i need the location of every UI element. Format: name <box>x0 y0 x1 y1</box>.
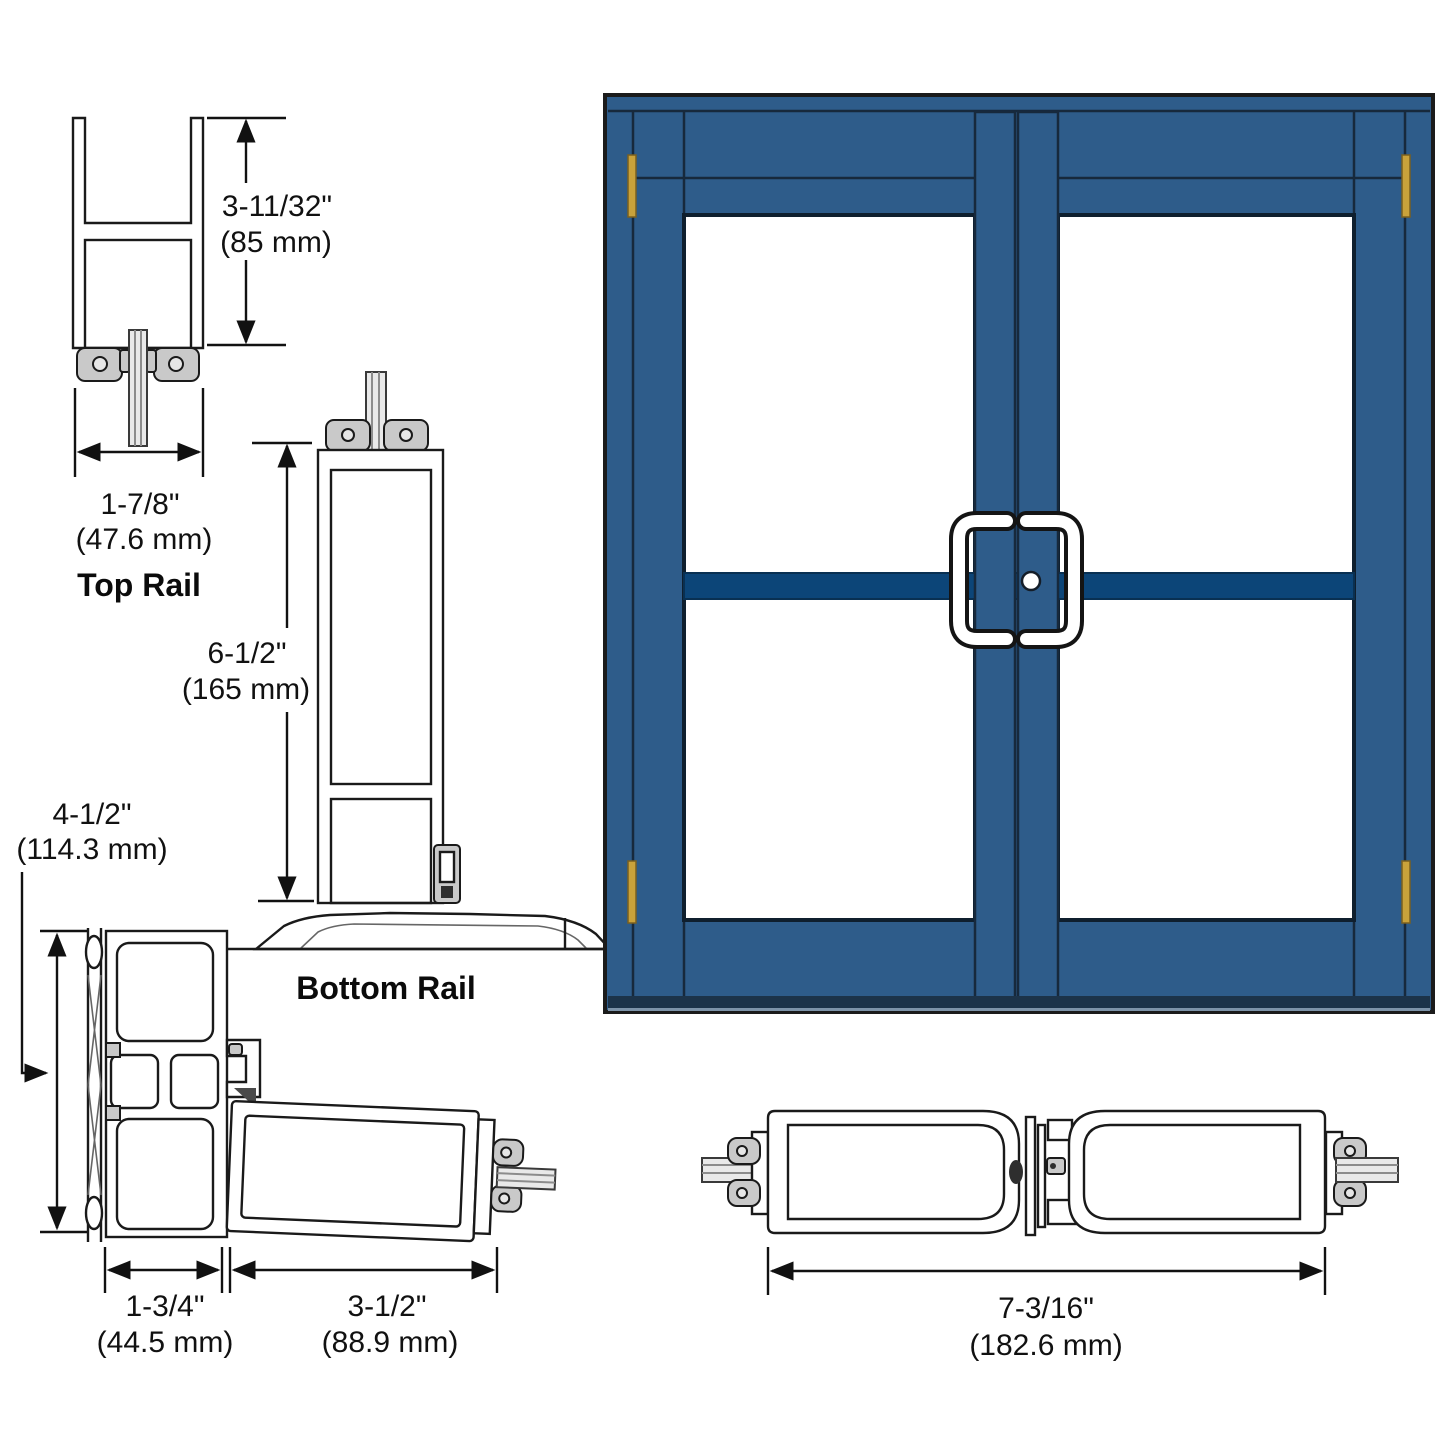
meeting-stile-left <box>973 110 1017 1002</box>
top-rail-profile <box>71 116 205 350</box>
threshold-ramp-inner-line <box>299 923 588 950</box>
top-rail-height-mm: (85 mm) <box>220 226 332 259</box>
jamb-hollow-bottom <box>115 1117 215 1231</box>
jamb-depth-mm: (114.3 mm) <box>16 833 167 866</box>
stile-width-in: 3-1/2" <box>347 1290 426 1323</box>
stile-width-mm: (88.9 mm) <box>322 1326 459 1359</box>
jamb-clip-top <box>105 1042 121 1058</box>
jamb-hollow-top <box>115 941 215 1043</box>
jamb-profile <box>104 929 229 1239</box>
threshold-bevel <box>608 1008 1430 1011</box>
top-rail-screw-left <box>92 356 108 372</box>
right-glass <box>1335 1157 1399 1183</box>
bottom-rail-height-in: 6-1/2" <box>207 637 286 670</box>
pull-handle-left-face[interactable] <box>953 515 1013 645</box>
stile-glass <box>495 1166 557 1191</box>
stile-body <box>225 1099 480 1243</box>
bottom-rail-height-mm: (165 mm) <box>182 673 310 706</box>
stile-screw-top <box>500 1146 513 1159</box>
right-stile-inner <box>1082 1123 1302 1221</box>
hinge-top-left <box>627 154 637 218</box>
bottom-rail-pocket-upper <box>329 468 433 786</box>
door-thickness-in: 1-3/4" <box>125 1290 204 1323</box>
top-rail-width-in: 1-7/8" <box>100 488 179 521</box>
left-screw-top <box>736 1145 748 1157</box>
astragal-plate-2 <box>1036 1123 1047 1229</box>
stile-glazing-plate <box>472 1118 496 1236</box>
door-thickness-mm: (44.5 mm) <box>97 1326 234 1359</box>
stile-glass-line <box>497 1172 556 1177</box>
pull-handle-right-face[interactable] <box>1020 515 1080 645</box>
door-glass-left <box>682 213 977 922</box>
latch-bolt <box>1009 1160 1023 1184</box>
lock-cylinder[interactable] <box>1020 570 1042 592</box>
left-screw-bottom <box>736 1187 748 1199</box>
meeting-stile-right <box>1016 110 1060 1002</box>
top-rail-title: Top Rail <box>77 567 201 603</box>
door-stile-section <box>225 1099 557 1243</box>
top-rail-glass <box>128 329 148 447</box>
gasket-bulb-bottom <box>84 1195 104 1231</box>
door-elevation <box>603 93 1435 1014</box>
jamb-web-right <box>169 1053 220 1110</box>
left-stile-inner <box>786 1123 1006 1221</box>
bottom-rail-profile <box>316 448 445 905</box>
left-stile-body <box>766 1109 1021 1235</box>
bottom-rail-pivot-slot <box>438 850 456 884</box>
lock-keeper-pin <box>1050 1163 1056 1169</box>
top-rail-detail: 3-11/32" (85 mm) 1-7/8" (47.6 mm) Top Ra… <box>71 116 332 603</box>
top-rail-width-mm: (47.6 mm) <box>76 523 213 556</box>
bottom-rail-title: Bottom Rail <box>296 970 476 1006</box>
jamb-clip-bottom <box>105 1105 121 1121</box>
bottom-rail-screw-left <box>341 428 355 442</box>
stile-glass-line <box>496 1179 555 1184</box>
bottom-rail-detail: 6-1/2" (165 mm) Bottom Rail <box>182 371 614 1006</box>
stile-inner <box>240 1114 466 1228</box>
glazing-tape-cross <box>87 974 102 1196</box>
meeting-stiles-width-mm: (182.6 mm) <box>969 1329 1122 1362</box>
right-screw-top <box>1344 1145 1356 1157</box>
gasket-bulb-top <box>84 934 104 970</box>
astragal-plate <box>1024 1115 1037 1237</box>
top-rail-height-in: 3-11/32" <box>222 190 332 223</box>
stop-gasket <box>228 1043 243 1056</box>
right-screw-bottom <box>1344 1187 1356 1199</box>
hinge-top-right <box>1401 154 1411 218</box>
jamb-detail: 4-1/2" (114.3 mm) <box>16 798 557 1359</box>
jamb-web-left <box>109 1053 160 1110</box>
hinge-bottom-right <box>1401 860 1411 924</box>
bottom-rail-screw-right <box>399 428 413 442</box>
jamb-depth-in: 4-1/2" <box>52 798 131 831</box>
hinge-bottom-left <box>627 860 637 924</box>
bottom-rail-pocket-lower <box>329 797 433 905</box>
meeting-stiles-detail: 7-3/16" (182.6 mm) <box>701 1109 1399 1362</box>
jamb-depth-leader <box>20 872 49 1083</box>
right-stile-body <box>1067 1109 1327 1235</box>
door-glass-right <box>1056 213 1356 922</box>
top-rail-screw-right <box>168 356 184 372</box>
threshold-ramp <box>252 911 613 951</box>
stile-screw-bottom <box>498 1192 511 1205</box>
threshold-band <box>608 996 1430 1008</box>
bottom-rail-pivot-block <box>441 886 453 898</box>
meeting-stiles-width-in: 7-3/16" <box>998 1292 1094 1325</box>
